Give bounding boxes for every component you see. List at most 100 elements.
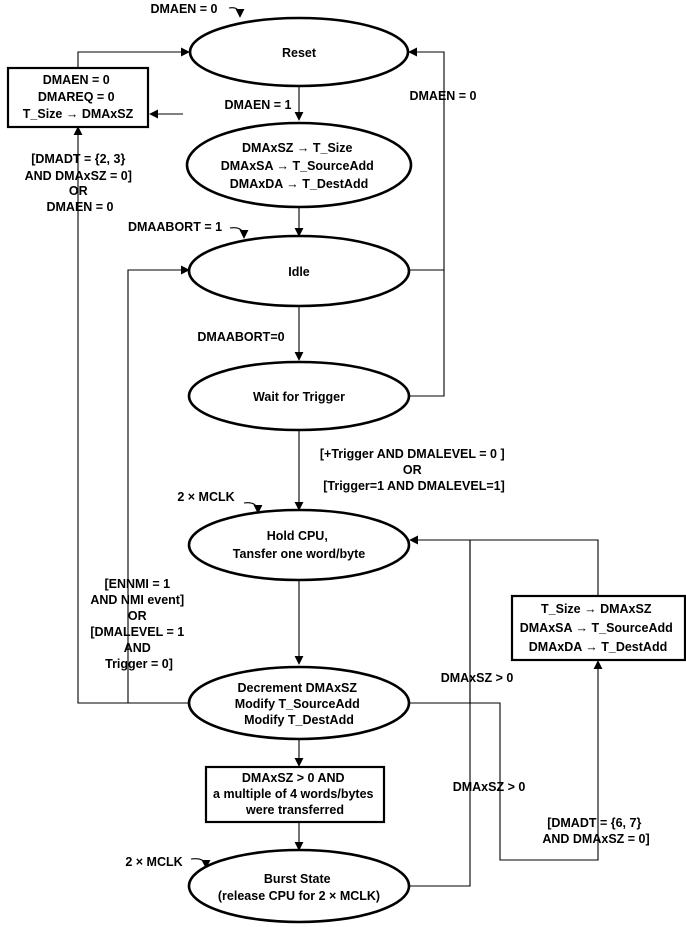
label-line: [ENNMI = 1 [104, 577, 170, 591]
state-load-line: DMAxSA → T_SourceAdd [221, 159, 374, 173]
label-line: Trigger = 0] [105, 657, 173, 671]
label-line: 2 × MCLK [177, 490, 234, 504]
state-burst-shape [187, 848, 411, 924]
box-reset-action-shape [6, 66, 150, 129]
state-reset-shape [188, 16, 410, 88]
state-decrement: Decrement DMAxSZ Modify T_SourceAdd Modi… [187, 665, 411, 741]
label-line: [DMADT = {6, 7} [547, 816, 641, 830]
box-reset-action-line: T_Size → DMAxSZ [23, 107, 134, 121]
state-decrement-line: Modify T_DestAdd [244, 713, 354, 727]
label-line: DMAABORT = 1 [128, 220, 222, 234]
state-reset-line: Reset [282, 46, 317, 60]
state-hold-shape [187, 508, 411, 582]
label-line: AND NMI event] [90, 593, 184, 607]
label-to-idle-left: [ENNMI = 1 AND NMI event] OR [DMALEVEL =… [90, 577, 187, 671]
state-burst-line: Burst State [264, 872, 331, 886]
box-burst-condition: DMAxSZ > 0 AND a multiple of 4 words/byt… [204, 765, 386, 824]
label-line: DMAxSZ > 0 [453, 780, 526, 794]
box-burst-condition-label: DMAxSZ > 0 AND a multiple of 4 words/byt… [213, 771, 377, 817]
state-wait-for-trigger: Wait for Trigger [187, 360, 411, 432]
label-line: [DMADT = {2, 3} [31, 152, 125, 166]
label-line: 2 × MCLK [125, 855, 182, 869]
state-wait-label: Wait for Trigger [253, 390, 345, 404]
box-reload-action-line: T_Size → DMAxSZ [541, 602, 652, 616]
state-idle: Idle [187, 234, 411, 308]
label-line: DMAEN = 0 [150, 2, 217, 16]
edge-decrement-to-reload [410, 660, 603, 861]
label-to-reset-right: DMAEN = 0 [409, 89, 476, 103]
state-decrement-line: Modify T_SourceAdd [235, 697, 360, 711]
box-reload-action-line: DMAxSA → T_SourceAdd [520, 621, 673, 635]
label-line: [+Trigger AND DMALEVEL = 0 ] [320, 447, 505, 461]
state-wait-line: Wait for Trigger [253, 390, 345, 404]
state-hold-cpu: Hold CPU, Tansfer one word/byte [187, 508, 411, 582]
state-burst: Burst State (release CPU for 2 × MCLK) [187, 848, 411, 924]
state-wait-shape [187, 360, 411, 432]
box-burst-condition-line: DMAxSZ > 0 AND [242, 771, 345, 785]
label-line: DMAABORT=0 [197, 330, 284, 344]
label-line: OR [69, 184, 88, 198]
edge-decrement-to-idle [127, 265, 190, 704]
edge-wait-to-reset [410, 270, 445, 397]
state-load-registers: DMAxSZ → T_Size DMAxSA → T_SourceAdd DMA… [185, 121, 413, 209]
edge-idle-self [229, 227, 249, 239]
box-reload-action: T_Size → DMAxSZ DMAxSA → T_SourceAdd DMA… [510, 594, 686, 662]
state-load-line: DMAxDA → T_DestAdd [230, 177, 368, 191]
label-line: OR [403, 463, 422, 477]
edges [73, 7, 603, 887]
edge-idle-to-reset [408, 47, 445, 271]
state-idle-line: Idle [288, 265, 310, 279]
edge-reset-self [228, 7, 245, 18]
label-burst-self: 2 × MCLK [125, 855, 182, 869]
state-decrement-line: Decrement DMAxSZ [238, 681, 358, 695]
box-reset-action: DMAEN = 0 DMAREQ = 0 T_Size → DMAxSZ [6, 66, 150, 129]
box-reset-action-line: DMAREQ = 0 [38, 90, 115, 104]
label-line: [Trigger=1 AND DMALEVEL=1] [323, 479, 505, 493]
box-burst-condition-shape [204, 765, 386, 824]
state-hold-line: Tansfer one word/byte [233, 547, 365, 561]
state-reset: Reset [188, 16, 410, 88]
box-reload-action-shape [510, 594, 686, 662]
label-wait-to-hold: [+Trigger AND DMALEVEL = 0 ] OR [Trigger… [320, 447, 508, 493]
label-line: AND DMAxSZ = 0] [25, 169, 132, 183]
box-reload-action-line: DMAxDA → T_DestAdd [529, 640, 667, 654]
label-hold-self: 2 × MCLK [177, 490, 234, 504]
label-to-reload: [DMADT = {6, 7} AND DMAxSZ = 0] [542, 816, 649, 846]
state-hold-label: Hold CPU, Tansfer one word/byte [233, 529, 365, 561]
box-reload-action-label: T_Size → DMAxSZ DMAxSA → T_SourceAdd DMA… [520, 602, 677, 654]
edge-burst-to-hold [410, 540, 471, 887]
label-to-reset-left: [DMADT = {2, 3} AND DMAxSZ = 0] OR DMAEN… [25, 152, 136, 214]
state-idle-shape [187, 234, 411, 308]
box-reset-action-line: DMAEN = 0 [43, 73, 110, 87]
label-line: DMAEN = 1 [224, 98, 291, 112]
box-reset-action-label: DMAEN = 0 DMAREQ = 0 T_Size → DMAxSZ [23, 73, 134, 121]
edge-hold-to-reload [470, 539, 599, 596]
state-load-line: DMAxSZ → T_Size [242, 141, 352, 155]
state-load-label: DMAxSZ → T_Size DMAxSA → T_SourceAdd DMA… [221, 141, 378, 191]
state-decrement-shape [187, 665, 411, 741]
label-idle-self: DMAABORT = 1 [128, 220, 222, 234]
label-burst-to-hold: DMAxSZ > 0 [453, 780, 526, 794]
label-line: AND DMAxSZ = 0] [542, 832, 649, 846]
edge-box-to-reset [77, 47, 190, 68]
state-decrement-label: Decrement DMAxSZ Modify T_SourceAdd Modi… [235, 681, 364, 727]
label-line: DMAxSZ > 0 [441, 671, 514, 685]
label-reset-self: DMAEN = 0 [150, 2, 217, 16]
box-burst-condition-line: a multiple of 4 words/bytes [213, 787, 373, 801]
label-line: AND [124, 641, 151, 655]
state-idle-label: Idle [288, 265, 310, 279]
state-burst-label: Burst State (release CPU for 2 × MCLK) [218, 872, 380, 903]
state-hold-line: Hold CPU, [267, 529, 328, 543]
label-line: DMAEN = 0 [46, 200, 113, 214]
state-reset-label: Reset [282, 46, 317, 60]
label-line: DMAEN = 0 [409, 89, 476, 103]
box-burst-condition-line: were transferred [245, 803, 344, 817]
label-line: OR [128, 609, 147, 623]
state-burst-line: (release CPU for 2 × MCLK) [218, 889, 380, 903]
label-line: [DMALEVEL = 1 [90, 625, 184, 639]
state-load-shape [185, 121, 413, 209]
label-reset-to-load: DMAEN = 1 [224, 98, 291, 112]
label-dec-to-hold: DMAxSZ > 0 [441, 671, 514, 685]
label-idle-to-wait: DMAABORT=0 [197, 330, 284, 344]
